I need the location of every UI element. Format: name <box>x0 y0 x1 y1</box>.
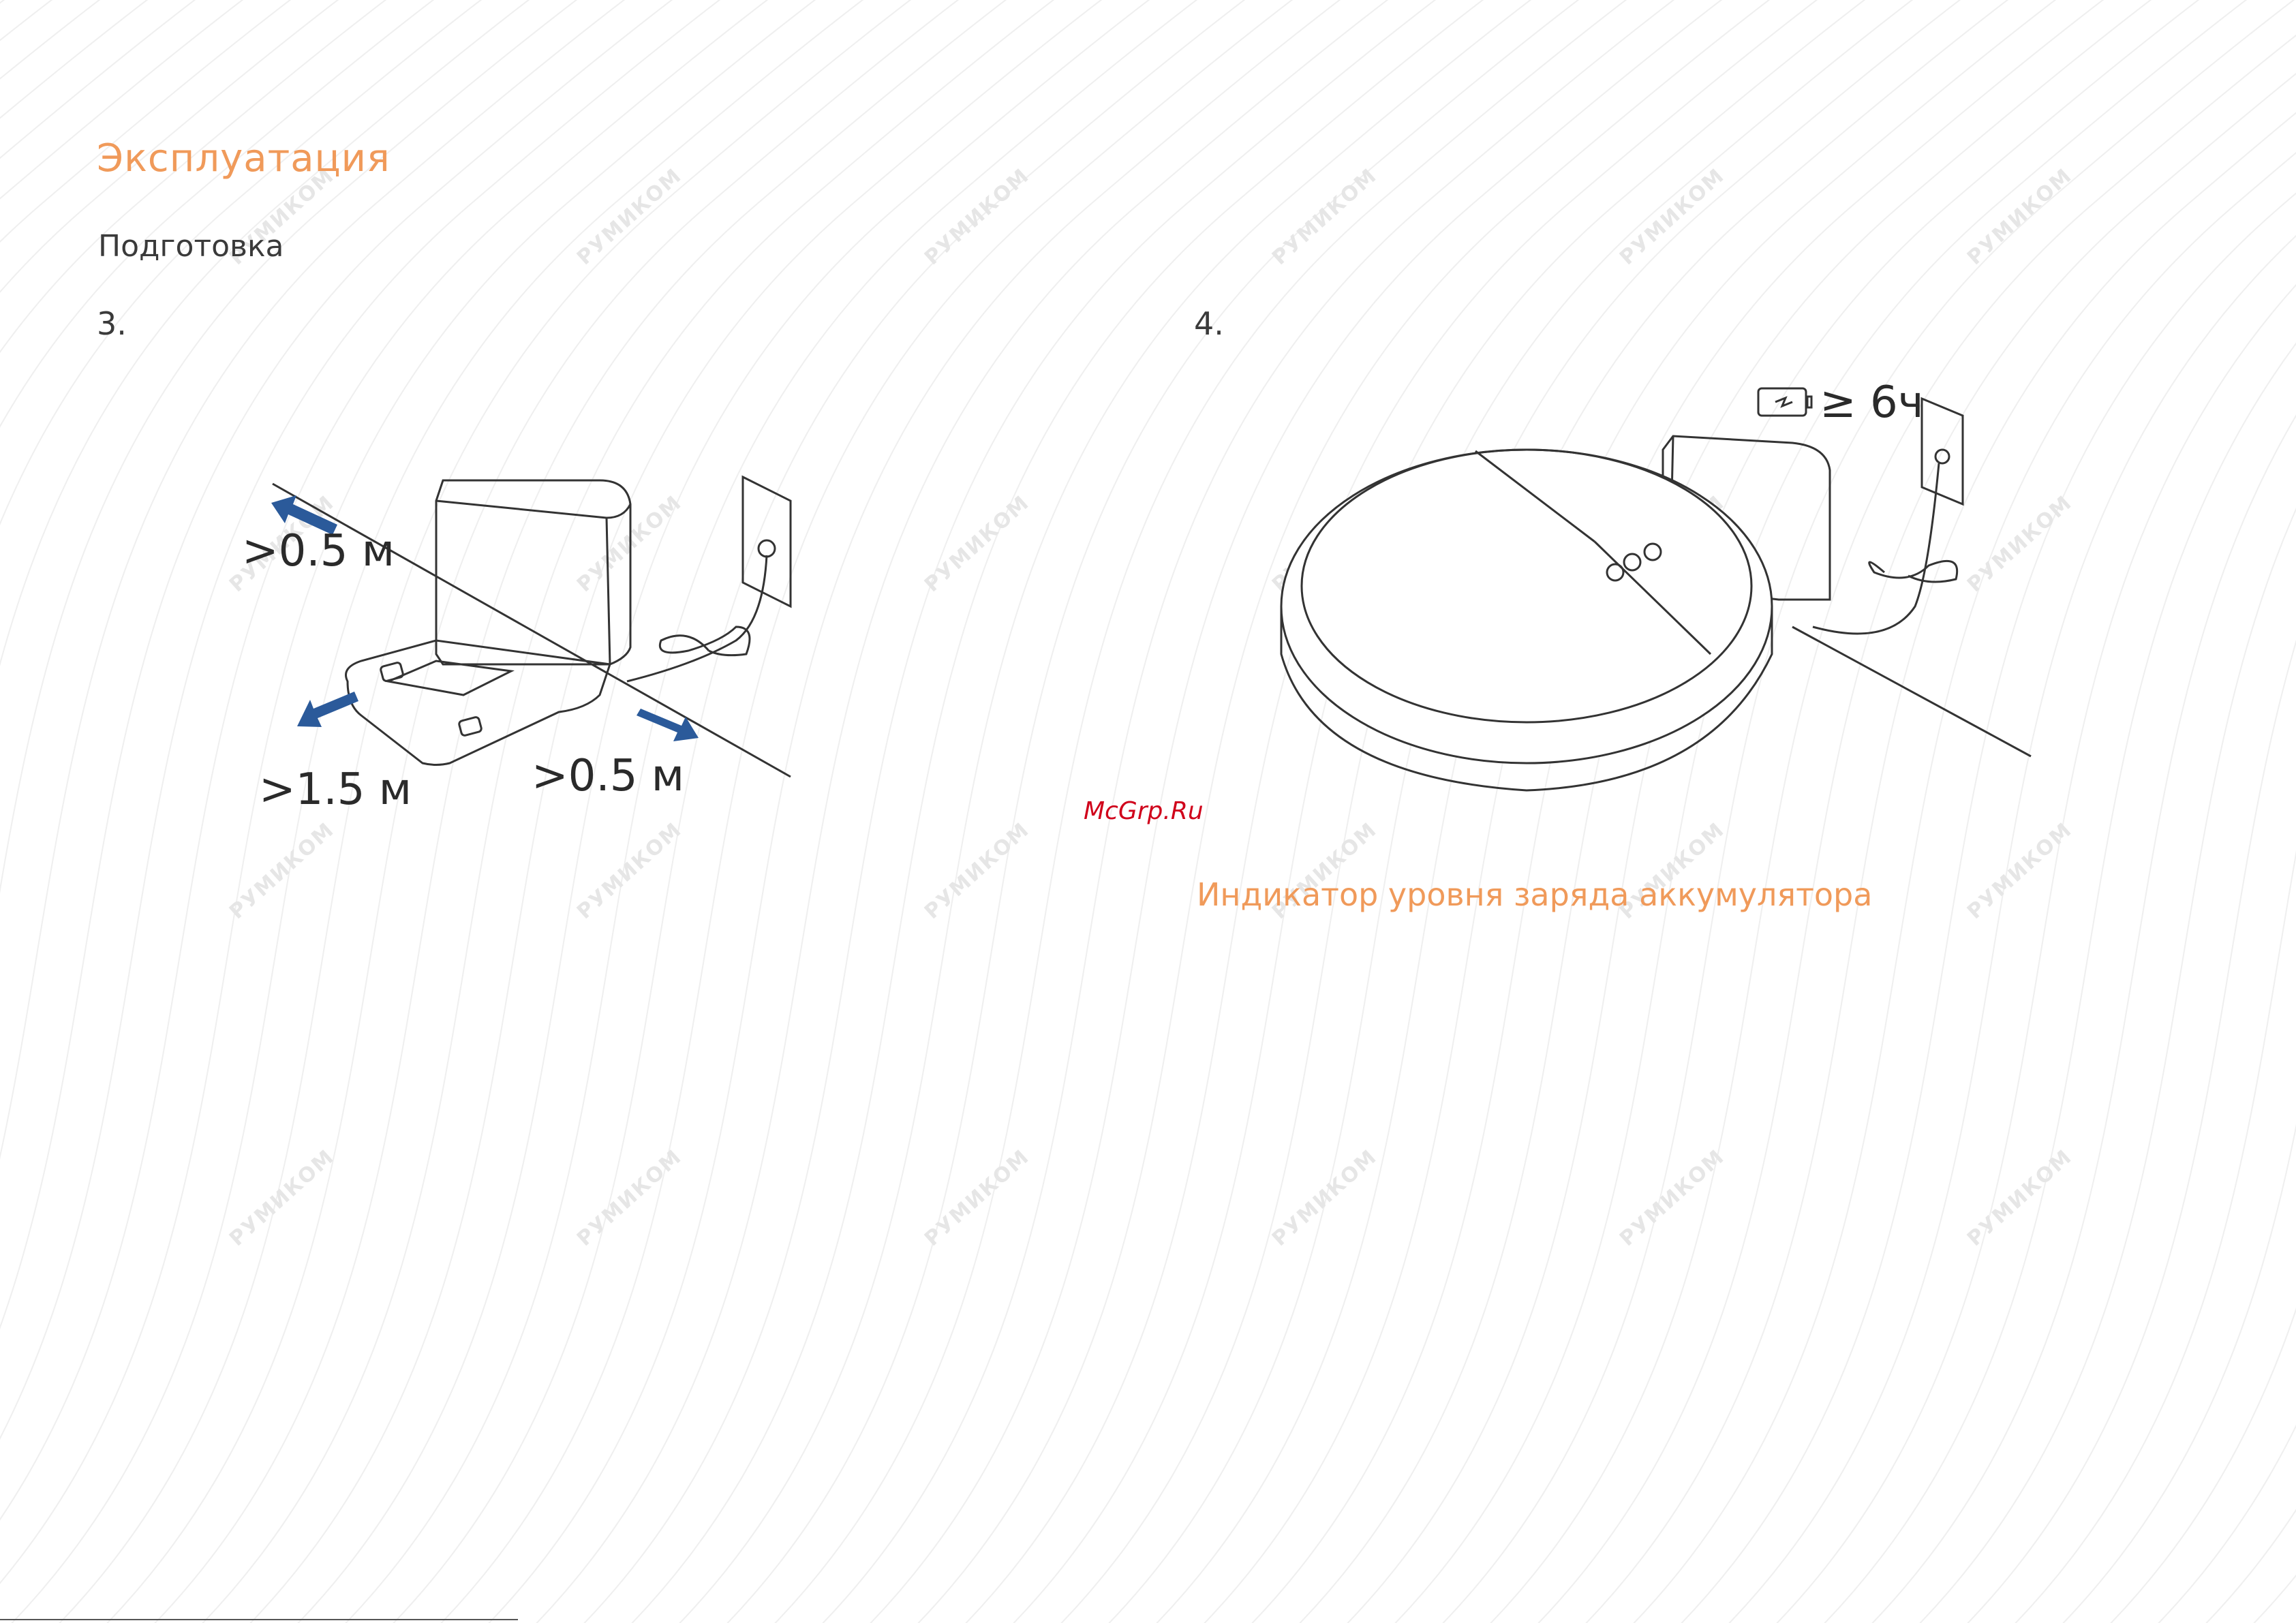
battery-indicator-heading: Индикатор уровня заряда аккумулятора <box>1197 876 1872 913</box>
background-wave <box>2099 0 2296 1623</box>
site-watermark: McGrp.Ru <box>1084 797 1204 825</box>
dock-base <box>346 640 611 765</box>
arrow-front <box>297 692 358 727</box>
robot-charging-illustration: ≥ 6ч <box>1274 368 2045 845</box>
clearance-front-label: >1.5 м <box>259 764 412 815</box>
background-wave <box>2194 0 2296 1623</box>
section-title: Эксплуатация <box>97 136 391 181</box>
dock-placement-illustration: >0.5 м >1.5 м >0.5 м <box>218 422 859 845</box>
clearance-left-label: >0.5 м <box>242 526 395 576</box>
wall-socket <box>743 477 791 606</box>
charge-time-label: ≥ 6ч <box>1820 377 1924 428</box>
background-wave <box>2290 0 2296 1623</box>
bottom-rule <box>0 1619 518 1620</box>
wall-socket <box>1922 399 1963 504</box>
step-number-4: 4. <box>1194 305 1224 342</box>
floor-line <box>1792 627 2031 756</box>
clearance-right-label: >0.5 м <box>532 751 684 801</box>
subsection-title: Подготовка <box>98 229 284 264</box>
dock-body <box>436 480 630 664</box>
step-number-3: 3. <box>97 305 127 342</box>
robot-body <box>1281 450 1772 763</box>
background-wave <box>2004 0 2296 1623</box>
arrow-right <box>637 709 699 741</box>
battery-icon <box>1758 388 1806 416</box>
